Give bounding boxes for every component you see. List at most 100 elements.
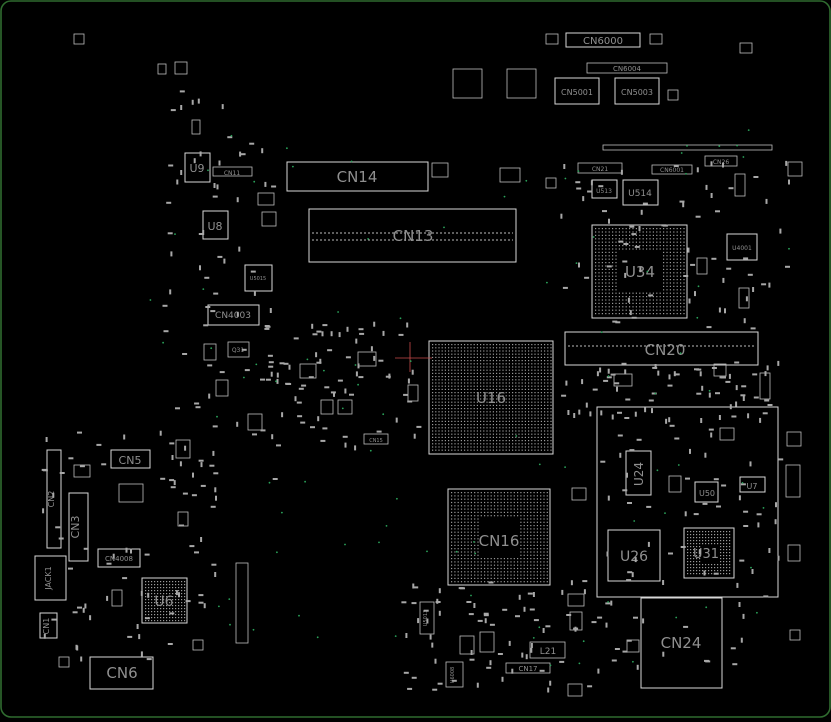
connector-cn5001[interactable] — [554, 77, 600, 105]
smd-pad — [198, 233, 204, 235]
bga-ball — [457, 518, 459, 520]
chip-u31[interactable] — [683, 527, 735, 579]
test-via — [229, 623, 231, 626]
connector-cn20[interactable] — [564, 331, 759, 366]
bga-ball — [435, 424, 437, 426]
bga-ball — [489, 440, 491, 442]
connector-cn6000[interactable] — [565, 32, 641, 48]
chip-u16[interactable] — [428, 340, 554, 455]
bga-ball — [518, 366, 520, 368]
bga-ball — [622, 245, 624, 247]
connector-cn2[interactable] — [46, 449, 62, 549]
bga-ball — [517, 505, 519, 507]
smd-pad — [640, 209, 643, 215]
bga-ball — [669, 245, 671, 247]
bga-ball — [464, 541, 466, 543]
passive-component — [787, 161, 803, 177]
smd-pad — [176, 179, 179, 185]
bga-ball — [693, 546, 695, 548]
bga-ball — [729, 555, 731, 557]
smd-pad — [636, 664, 639, 670]
connector-cn26[interactable] — [704, 155, 738, 167]
connector-cn6001[interactable] — [651, 164, 693, 175]
connector-jack1[interactable] — [34, 555, 67, 601]
bga-ball — [708, 570, 710, 572]
bga-ball — [464, 544, 466, 546]
label-u16: U16 — [476, 389, 506, 407]
smd-pad — [136, 624, 139, 629]
bga-ball — [473, 436, 475, 438]
connector-cn13[interactable] — [308, 208, 517, 263]
bga-ball — [492, 430, 494, 432]
bga-ball — [680, 313, 682, 315]
connector-cn17[interactable] — [505, 662, 551, 674]
bga-ball — [163, 584, 165, 586]
chip-u5015[interactable] — [244, 264, 273, 292]
inductor-l21[interactable] — [529, 641, 566, 659]
smd-pad — [483, 612, 489, 615]
bga-ball — [502, 366, 504, 368]
chip-u8[interactable] — [202, 210, 229, 240]
bga-ball — [464, 443, 466, 445]
chip-u34[interactable] — [591, 224, 688, 319]
connector-cn6001-left[interactable] — [235, 562, 249, 644]
transistor-q31[interactable] — [227, 341, 250, 358]
bga-ball — [487, 564, 489, 566]
bga-ball — [464, 388, 466, 390]
connector-cn11[interactable] — [212, 166, 253, 177]
bga-ball — [530, 531, 532, 533]
smd-pad — [451, 679, 457, 682]
connector-cn3[interactable] — [68, 492, 89, 562]
bga-ball — [184, 611, 186, 613]
connector-strip[interactable] — [602, 144, 773, 151]
connector-cn4008[interactable] — [97, 548, 141, 568]
bga-ball — [457, 443, 459, 445]
chip-u9[interactable] — [184, 152, 211, 183]
bga-ball — [499, 398, 501, 400]
chip-u7[interactable] — [739, 476, 766, 493]
connector-cn6004[interactable] — [586, 62, 668, 74]
bga-ball — [457, 511, 459, 513]
component-block[interactable] — [506, 68, 537, 99]
bga-ball — [517, 581, 519, 583]
smd-pad — [768, 548, 771, 553]
connector-cn6[interactable] — [89, 656, 154, 690]
connector-cn4003[interactable] — [207, 304, 260, 326]
bga-ball — [510, 495, 512, 497]
connector-cn21[interactable] — [577, 162, 623, 174]
chip-u514[interactable] — [622, 179, 659, 206]
bga-ball — [444, 417, 446, 419]
bga-ball — [550, 420, 552, 422]
test-via — [705, 606, 708, 609]
bga-ball — [547, 344, 549, 346]
connector-cn15[interactable] — [363, 433, 389, 445]
connector-cn14[interactable] — [286, 161, 429, 192]
chip-u513[interactable] — [591, 179, 618, 199]
bga-ball — [547, 424, 549, 426]
chip-u6008[interactable] — [445, 661, 464, 688]
connector-cn1[interactable] — [39, 612, 58, 639]
connector-cn5[interactable] — [110, 449, 151, 469]
bga-ball — [533, 501, 535, 504]
chip-cn16[interactable] — [447, 488, 551, 586]
chip-u50[interactable] — [694, 481, 719, 503]
bga-ball — [474, 531, 476, 533]
component-block[interactable] — [452, 68, 483, 99]
bga-ball — [720, 555, 722, 557]
bga-ball — [444, 353, 446, 355]
bga-ball — [473, 353, 475, 355]
bga-ball — [467, 558, 469, 560]
bga-ball — [608, 289, 610, 291]
bga-ball — [659, 228, 661, 230]
connector-cn24[interactable] — [640, 597, 723, 689]
bga-ball — [172, 590, 174, 592]
connector-cn5003[interactable] — [614, 77, 660, 105]
bga-ball — [163, 599, 165, 601]
smd-pad — [777, 555, 780, 561]
bga-ball — [536, 518, 538, 520]
chip-u5013[interactable] — [419, 601, 435, 635]
bga-ball — [708, 567, 710, 569]
chip-u4001[interactable] — [726, 233, 758, 261]
bga-ball — [524, 427, 526, 429]
